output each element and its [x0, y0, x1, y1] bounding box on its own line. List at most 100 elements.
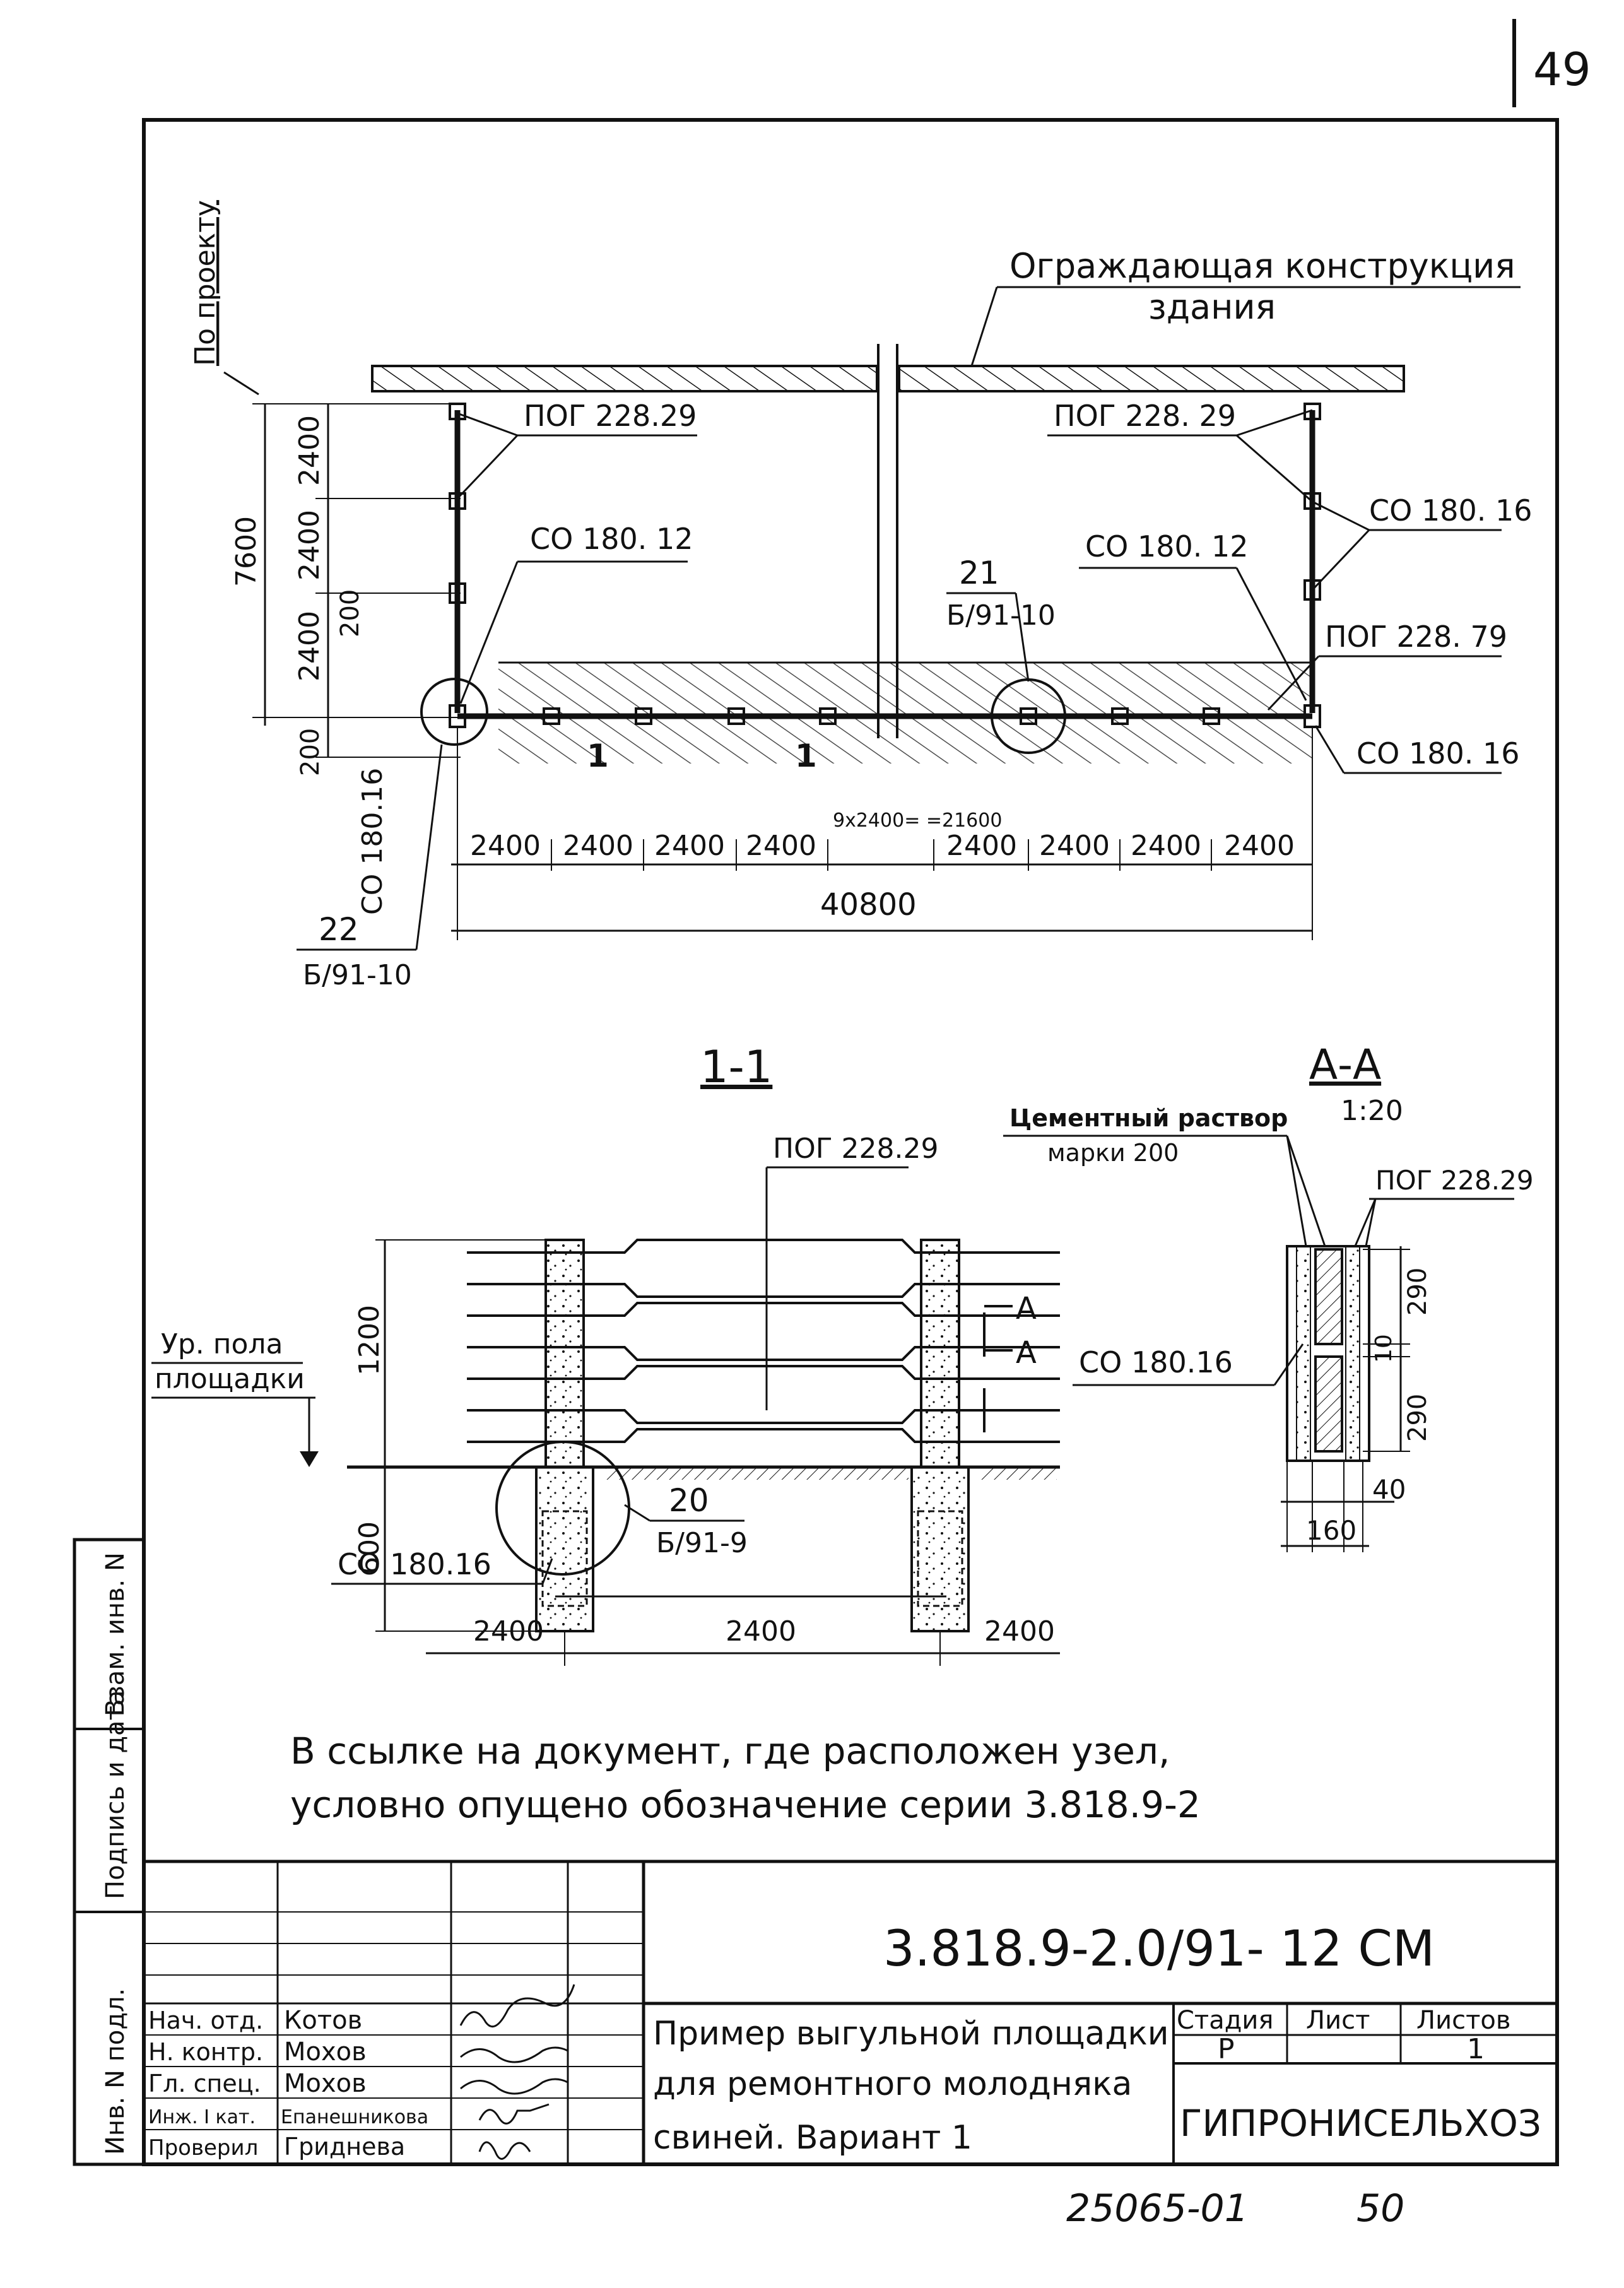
cut-mark-a-top: А — [1016, 1291, 1037, 1326]
signatures — [459, 1984, 575, 2160]
side-label-replace: Взам. инв. N — [101, 1552, 130, 1716]
side-stamp — [73, 1538, 146, 2166]
col-sheet: Лист — [1306, 2006, 1370, 2035]
side-label-inventory: Инв. N подл. — [101, 1988, 130, 2155]
name-4: Епанешникова — [281, 2106, 428, 2128]
callout-21-ref: Б/91-10 — [946, 599, 1056, 632]
sheet-frame — [142, 118, 1559, 2166]
title-line-1: Пример выгульной площадки — [653, 2015, 1169, 2053]
callout-20-ref: Б/91-9 — [656, 1527, 748, 1559]
dim-290-bottom: 290 — [1403, 1394, 1432, 1442]
title-line-3: свиней. Вариант 1 — [653, 2119, 972, 2157]
footer-number: 25065-01 — [1066, 2186, 1249, 2231]
callout-22-ref: Б/91-10 — [303, 959, 412, 991]
post-right — [920, 1239, 960, 1468]
dim-1-1-bottom-2: 2400 — [726, 1615, 796, 1648]
footer-page: 50 — [1356, 2186, 1404, 2231]
co-left-mid: СО 180. 12 — [530, 522, 693, 556]
dim-bottom-7: 2400 — [1039, 830, 1110, 862]
wall-label-1: Ограждающая конструкция — [1009, 246, 1515, 286]
dim-bottom-5: 9х2400= =21600 — [833, 810, 1002, 832]
plan-view: По проекту Ограждающая конструкция здани… — [189, 200, 1533, 991]
callout-20-num: 20 — [669, 1482, 709, 1519]
note-line-1: В ссылке на документ, где расположен узе… — [290, 1730, 1170, 1772]
dim-600: 600 — [353, 1521, 385, 1574]
mortar-label-1: Цементный раствор — [1009, 1104, 1288, 1132]
co-right-top: СО 180. 16 — [1369, 493, 1533, 528]
section-mark-right: 1 — [795, 738, 817, 774]
pog-left: ПОГ 228.29 — [524, 399, 697, 433]
dim-left-4: 200 — [336, 589, 365, 637]
wall-left — [371, 365, 878, 392]
dim-1200: 1200 — [353, 1305, 385, 1376]
dim-left-1: 2400 — [293, 415, 326, 486]
name-2: Мохов — [284, 2037, 367, 2067]
section-1-1: 1-1 ПОГ 228.29 1200 600 Ур. пола площад — [151, 1041, 1060, 1666]
bottom-dim-ticks — [551, 839, 1212, 871]
title-block: 3.818.9-2.0/91- 12 СМ Нач. отд. Н. контр… — [144, 1860, 1557, 2164]
co-left-vertical: СО 180.16 — [356, 768, 389, 915]
wall-right — [898, 365, 1405, 392]
dim-160: 160 — [1306, 1515, 1356, 1546]
dim-1-1-bottom-3: 2400 — [984, 1615, 1055, 1648]
plan-vertical-label: По проекту — [189, 200, 221, 366]
dim-left-5: 200 — [296, 728, 325, 776]
dim-left-3: 2400 — [293, 611, 326, 681]
note-line-2: условно опущено обозначение серии 3.818.… — [290, 1783, 1201, 1826]
slab-upper — [1314, 1248, 1343, 1345]
section-1-1-title: 1-1 — [700, 1041, 772, 1093]
dim-7600: 7600 — [230, 516, 262, 587]
role-3: Гл. спец. — [148, 2070, 261, 2097]
dim-bottom-8: 2400 — [1131, 830, 1201, 862]
callout-22-num: 22 — [319, 911, 359, 948]
role-2: Н. контр. — [148, 2038, 263, 2066]
title-line-2: для ремонтного молодняка — [653, 2065, 1132, 2103]
callout-21-num: 21 — [959, 555, 999, 591]
drawing-code: 3.818.9-2.0/91- 12 СМ — [883, 1921, 1435, 1978]
role-4: Инж. I кат. — [148, 2106, 256, 2128]
section-a-a-title: А-А — [1309, 1041, 1381, 1089]
section-mark-left: 1 — [587, 738, 609, 774]
footing-right — [910, 1466, 970, 1632]
name-3: Мохов — [284, 2069, 367, 2098]
name-1: Котов — [284, 2006, 362, 2035]
dim-bottom-3: 2400 — [654, 830, 725, 862]
page-number: 49 — [1533, 43, 1591, 96]
a-a-co: СО 180.16 — [1079, 1345, 1233, 1379]
mortar-label-2: марки 200 — [1047, 1139, 1179, 1167]
pog-right: ПОГ 228. 29 — [1054, 399, 1236, 433]
dim-bottom-2: 2400 — [563, 830, 633, 862]
dim-bottom-9: 2400 — [1224, 830, 1295, 862]
dim-left-2: 2400 — [293, 510, 326, 581]
slab-lower — [1314, 1355, 1343, 1453]
a-a-pog: ПОГ 228.29 — [1375, 1165, 1534, 1196]
section-1-1-pog: ПОГ 228.29 — [773, 1133, 939, 1165]
platform-hatch — [498, 663, 1312, 764]
side-label-signature: Подпись и дата — [101, 1690, 130, 1899]
floor-label-1: Ур. пола — [161, 1328, 283, 1360]
section-1-1-co: СО 180.16 — [338, 1547, 491, 1581]
co-right-mid: СО 180. 12 — [1085, 529, 1249, 563]
sheets-value: 1 — [1467, 2033, 1485, 2065]
dim-bottom-6: 2400 — [946, 830, 1017, 862]
name-5: Гриднева — [284, 2133, 405, 2161]
floor-label-2: площадки — [155, 1363, 305, 1395]
callout-circle-22 — [420, 678, 488, 746]
co-right-bottom: СО 180. 16 — [1356, 736, 1520, 770]
dim-10: 10 — [1371, 1334, 1397, 1363]
role-5: Проверил — [148, 2135, 258, 2161]
dim-bottom-4: 2400 — [746, 830, 816, 862]
dim-290-top: 290 — [1403, 1268, 1432, 1316]
col-stage: Стадия — [1177, 2006, 1273, 2035]
dim-bottom-1: 2400 — [470, 830, 541, 862]
col-sheets: Листов — [1416, 2006, 1510, 2035]
post-left — [544, 1239, 585, 1468]
cut-mark-a-bottom: А — [1016, 1335, 1037, 1371]
dim-total-width: 40800 — [820, 887, 917, 923]
organization: ГИПРОНИСЕЛЬХОЗ — [1180, 2102, 1541, 2145]
pog-right-low: ПОГ 228. 79 — [1325, 620, 1507, 654]
section-a-a: А-А 1:20 Цементный раствор марки 200 ПОГ… — [1003, 1041, 1534, 1552]
wall-label-2: здания — [1148, 287, 1276, 327]
stage-value: Р — [1218, 2033, 1235, 2065]
